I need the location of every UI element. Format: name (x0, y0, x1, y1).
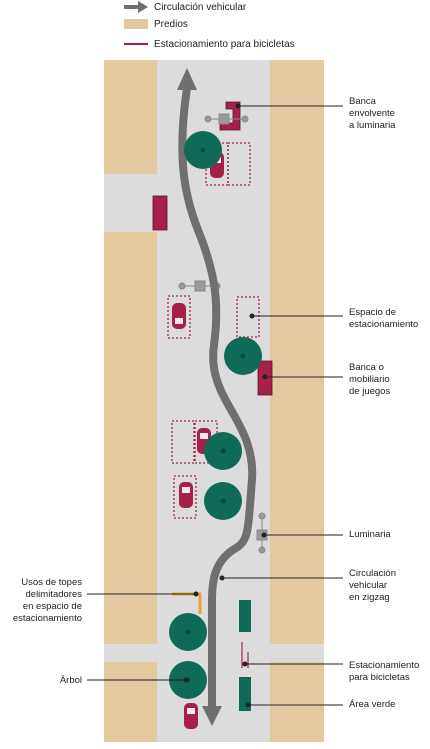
legend-item-lots: Predios (124, 17, 188, 31)
car (172, 303, 186, 329)
label-bike-parking: Estacionamiento para bicicletas (349, 660, 420, 683)
label-wrap-bench: Banca envolvente a luminaria (349, 96, 396, 131)
label-tree: Árbol (59, 675, 82, 686)
tree (169, 613, 207, 651)
leader-lines (87, 103, 343, 708)
legend-label: Predios (154, 18, 188, 30)
car (184, 703, 198, 729)
lamp (204, 113, 249, 125)
label-bollards: Usos de topes delimitadores en espacio d… (12, 577, 82, 624)
label-bench-playground: Banca o mobiliario de juegos (349, 362, 391, 397)
label-zigzag: Circulación vehicular en zigzag (349, 568, 396, 603)
legend-item-bike-parking: Estacionamiento para bicicletas (124, 37, 295, 51)
green-area (239, 600, 251, 632)
tree (204, 432, 242, 470)
trees (169, 131, 262, 699)
vehicle-circulation-arrow (177, 68, 257, 726)
legend-label: Circulación vehicular (154, 1, 247, 13)
bench (152, 195, 168, 231)
parking-spaces (167, 142, 260, 519)
lots (104, 60, 324, 742)
label-green-area: Área verde (349, 699, 396, 710)
arrow-icon (124, 1, 148, 13)
bike-parking-swatch (124, 43, 148, 45)
bike-parking (241, 642, 249, 668)
tree (204, 482, 242, 520)
lot-swatch (124, 19, 148, 29)
tree (224, 337, 262, 375)
label-lamp: Luminaria (349, 529, 391, 540)
label-parking-space: Espacio de estacionamiento (349, 307, 419, 330)
legend-label: Estacionamiento para bicicletas (154, 38, 295, 50)
tree (184, 131, 222, 169)
legend: Circulación vehicular Predios Estacionam… (124, 0, 384, 54)
car (179, 482, 193, 508)
legend-item-vehicle-circulation: Circulación vehicular (124, 0, 246, 14)
